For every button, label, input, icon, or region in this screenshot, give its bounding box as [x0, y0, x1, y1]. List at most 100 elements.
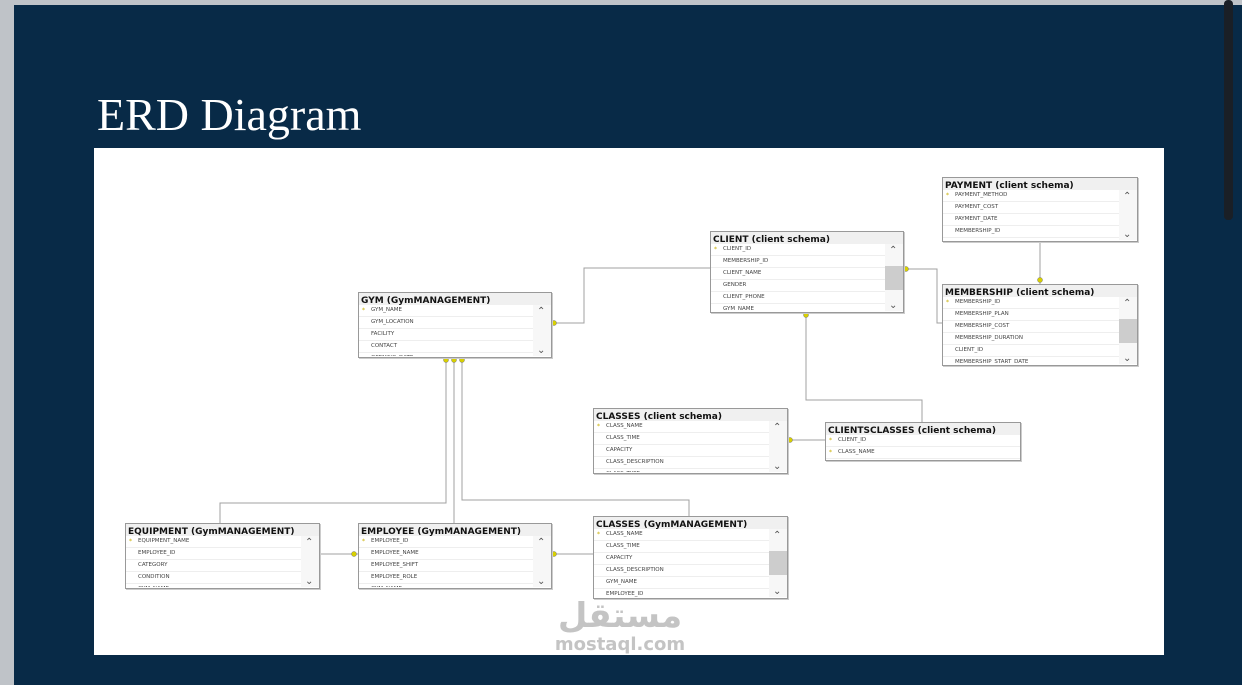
scrollbar[interactable] — [1224, 0, 1233, 220]
table-membership[interactable]: MEMBERSHIP (client schema)*MEMBERSHIP_ID… — [942, 284, 1138, 366]
column-row[interactable]: *PAYMENT_METHOD — [943, 190, 1137, 202]
column-row[interactable]: CAPACITY — [594, 445, 787, 457]
table-scrollbar[interactable]: ⌃⌄ — [533, 536, 551, 587]
column-row[interactable]: CLASS_TYPE — [594, 469, 787, 472]
relation-gym-client — [550, 267, 710, 324]
column-row[interactable]: *GYM_NAME — [359, 305, 551, 317]
chevron-up-icon[interactable]: ⌃ — [537, 537, 546, 548]
relation-gym-classes — [461, 356, 690, 516]
column-row[interactable]: PAYMENT_DATE — [943, 214, 1137, 226]
watermark: مستقل mostaql.com — [554, 596, 686, 655]
column-row[interactable]: GENDER — [711, 280, 903, 292]
table-scrollbar[interactable]: ⌃⌄ — [301, 536, 319, 587]
column-row[interactable]: GYM_NAME — [594, 577, 787, 589]
table-scrollbar[interactable]: ⌃⌄ — [1119, 297, 1137, 364]
chevron-down-icon[interactable]: ⌄ — [1123, 229, 1132, 240]
column-row[interactable]: MEMBERSHIP_DURATION — [943, 333, 1137, 345]
column-row[interactable]: CLIENT_NAME — [711, 268, 903, 280]
table-title: CLASSES (client schema) — [594, 409, 787, 421]
column-row[interactable]: MEMBERSHIP_ID — [711, 256, 903, 268]
column-row[interactable]: GYM_NAME — [359, 584, 551, 587]
table-clientsclasses[interactable]: CLIENTSCLASSES (client schema)*CLIENT_ID… — [825, 422, 1021, 461]
key-icon: * — [946, 192, 949, 199]
table-title: MEMBERSHIP (client schema) — [943, 285, 1137, 297]
column-row[interactable]: *CLASS_NAME — [594, 421, 787, 433]
key-icon: * — [597, 531, 600, 538]
chevron-up-icon[interactable]: ⌃ — [773, 422, 782, 433]
column-row[interactable]: GYM_NAME — [126, 584, 319, 587]
chevron-down-icon[interactable]: ⌄ — [773, 586, 782, 597]
column-row[interactable]: EMPLOYEE_ID — [126, 548, 319, 560]
chevron-down-icon[interactable]: ⌄ — [305, 576, 314, 587]
column-row[interactable]: *CLIENT_ID — [826, 435, 1020, 447]
chevron-up-icon[interactable]: ⌃ — [773, 530, 782, 541]
column-row[interactable]: CLASS_DESCRIPTION — [594, 565, 787, 577]
key-icon: * — [829, 449, 832, 456]
column-row[interactable]: GYM_LOCATION — [359, 317, 551, 329]
scroll-thumb[interactable] — [885, 266, 903, 290]
column-row[interactable]: CLIENT_ID — [943, 345, 1137, 357]
key-icon: * — [714, 246, 717, 253]
table-equipment[interactable]: EQUIPMENT (GymMANAGEMENT)*EQUIPMENT_NAME… — [125, 523, 320, 589]
table-scrollbar[interactable]: ⌃⌄ — [533, 305, 551, 356]
table-scrollbar[interactable]: ⌃⌄ — [885, 244, 903, 311]
column-row[interactable]: MEMBERSHIP_COST — [943, 321, 1137, 333]
chevron-up-icon[interactable]: ⌃ — [1123, 191, 1132, 202]
chevron-up-icon[interactable]: ⌃ — [1123, 298, 1132, 309]
chevron-up-icon[interactable]: ⌃ — [305, 537, 314, 548]
key-icon: * — [829, 437, 832, 444]
column-row[interactable]: CATEGORY — [126, 560, 319, 572]
key-icon: * — [129, 538, 132, 545]
column-row[interactable]: *MEMBERSHIP_ID — [943, 297, 1137, 309]
column-row[interactable]: PAYMENT_COST — [943, 202, 1137, 214]
column-row[interactable]: CLASS_TIME — [594, 541, 787, 553]
column-row[interactable]: EMPLOYEE_NAME — [359, 548, 551, 560]
column-row[interactable]: CLIENT_PHONE — [711, 292, 903, 304]
key-icon: * — [597, 423, 600, 430]
scroll-thumb[interactable] — [1119, 319, 1137, 343]
column-row[interactable]: CLASS_TIME — [594, 433, 787, 445]
chevron-down-icon[interactable]: ⌄ — [537, 576, 546, 587]
chevron-down-icon[interactable]: ⌄ — [1123, 353, 1132, 364]
column-row[interactable]: CONDITION — [126, 572, 319, 584]
column-row[interactable]: *EMPLOYEE_ID — [359, 536, 551, 548]
column-row[interactable]: EMPLOYEE_SHIFT — [359, 560, 551, 572]
column-row[interactable]: *CLASS_NAME — [594, 529, 787, 541]
relation-client-membership — [902, 268, 942, 324]
scroll-thumb[interactable] — [769, 551, 787, 575]
chevron-up-icon[interactable]: ⌃ — [537, 306, 546, 317]
column-row[interactable]: CAPACITY — [594, 553, 787, 565]
column-row[interactable]: *EQUIPMENT_NAME — [126, 536, 319, 548]
column-row[interactable]: *CLIENT_ID — [711, 244, 903, 256]
column-row[interactable]: MEMBERSHIP_PLAN — [943, 309, 1137, 321]
chevron-down-icon[interactable]: ⌄ — [537, 345, 546, 356]
column-row[interactable]: EMPLOYEE_ROLE — [359, 572, 551, 584]
chevron-down-icon[interactable]: ⌄ — [773, 461, 782, 472]
key-icon: * — [362, 538, 365, 545]
chevron-down-icon[interactable]: ⌄ — [889, 300, 898, 311]
column-row[interactable]: CONTACT — [359, 341, 551, 353]
column-row[interactable]: OPENING_DATE — [359, 353, 551, 356]
column-row[interactable]: *CLASS_NAME — [826, 447, 1020, 459]
column-row[interactable]: GYM_NAME — [711, 304, 903, 311]
column-row[interactable]: EMPLOYEE_ID — [594, 589, 787, 597]
column-row[interactable]: FACILITY — [359, 329, 551, 341]
column-row[interactable]: CLASS_DESCRIPTION — [594, 457, 787, 469]
table-scrollbar[interactable]: ⌃⌄ — [1119, 190, 1137, 240]
table-scrollbar[interactable]: ⌃⌄ — [769, 529, 787, 597]
table-scrollbar[interactable]: ⌃⌄ — [769, 421, 787, 472]
column-row[interactable]: MEMBERSHIP_ID — [943, 226, 1137, 238]
chevron-up-icon[interactable]: ⌃ — [889, 245, 898, 256]
table-title: EQUIPMENT (GymMANAGEMENT) — [126, 524, 319, 536]
column-row[interactable]: MEMBERSHIP_START_DATE — [943, 357, 1137, 364]
key-icon: * — [946, 299, 949, 306]
table-title: GYM (GymMANAGEMENT) — [359, 293, 551, 305]
column-row[interactable]: PAYMENT_DATE_UPDATED — [943, 238, 1137, 240]
